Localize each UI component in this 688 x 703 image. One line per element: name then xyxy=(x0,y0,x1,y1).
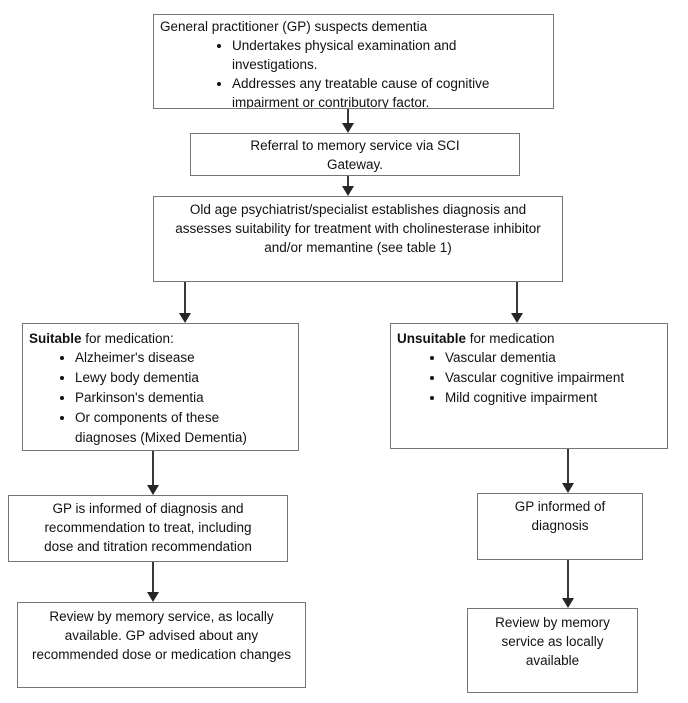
arrow-down-icon xyxy=(178,282,192,323)
arrow-down-icon xyxy=(341,176,355,196)
arrow-line xyxy=(347,109,349,125)
arrow-down-icon xyxy=(146,562,160,602)
box-gp-suspects-dementia: General practitioner (GP) suspects demen… xyxy=(153,14,554,109)
arrow-head xyxy=(562,598,574,608)
arrow-line xyxy=(347,176,349,188)
bullet-list: Vascular dementia Vascular cognitive imp… xyxy=(397,348,661,408)
arrow-down-icon xyxy=(561,560,575,608)
bullet-item: Alzheimer's disease xyxy=(75,348,275,368)
box-title-bold: Unsuitable xyxy=(397,331,467,346)
box-text: GP informed of diagnosis xyxy=(514,499,606,533)
arrow-head xyxy=(147,592,159,602)
arrow-head xyxy=(511,313,523,323)
bullet-list: Undertakes physical examination and inve… xyxy=(160,36,547,108)
bullet-item: Vascular cognitive impairment xyxy=(445,368,633,388)
arrow-down-icon xyxy=(341,109,355,133)
arrow-down-icon xyxy=(510,282,524,323)
arrow-line xyxy=(184,282,186,315)
arrow-down-icon xyxy=(561,449,575,493)
bullet-item: Addresses any treatable cause of cogniti… xyxy=(232,74,544,108)
arrow-line xyxy=(152,562,154,594)
arrow-head xyxy=(147,485,159,495)
arrow-head xyxy=(179,313,191,323)
box-title: Unsuitable for medication xyxy=(397,329,661,348)
bullet-item: Mild cognitive impairment xyxy=(445,388,633,408)
box-text: Referral to memory service via SCI Gatew… xyxy=(250,138,460,172)
arrow-line xyxy=(516,282,518,315)
box-review-memory-service-left: Review by memory service, as locally ava… xyxy=(17,602,306,688)
arrow-head xyxy=(342,123,354,133)
bullet-item: Parkinson's dementia xyxy=(75,388,275,408)
arrow-line xyxy=(567,560,569,600)
bullet-item: Or components of these diagnoses (Mixed … xyxy=(75,408,275,448)
arrow-head xyxy=(342,186,354,196)
box-title-rest: for medication: xyxy=(81,331,174,346)
box-referral-memory-service: Referral to memory service via SCI Gatew… xyxy=(190,133,520,176)
box-text: Old age psychiatrist/specialist establis… xyxy=(175,202,541,255)
arrow-line xyxy=(152,451,154,487)
box-unsuitable-for-medication: Unsuitable for medication Vascular demen… xyxy=(390,323,668,449)
bullet-item: Vascular dementia xyxy=(445,348,633,368)
bullet-item: Lewy body dementia xyxy=(75,368,275,388)
bullet-item: Undertakes physical examination and inve… xyxy=(232,36,544,74)
box-text: Review by memory service, as locally ava… xyxy=(32,609,291,662)
box-title-bold: Suitable xyxy=(29,331,82,346)
box-title-rest: for medication xyxy=(466,331,555,346)
arrow-line xyxy=(567,449,569,485)
box-gp-informed-diagnosis: GP informed of diagnosis xyxy=(477,493,643,560)
box-text: Review by memory service as locally avai… xyxy=(495,615,610,668)
bullet-list: Alzheimer's disease Lewy body dementia P… xyxy=(29,348,292,448)
box-gp-informed-treatment: GP is informed of diagnosis and recommen… xyxy=(8,495,288,562)
box-suitable-for-medication: Suitable for medication: Alzheimer's dis… xyxy=(22,323,299,451)
arrow-head xyxy=(562,483,574,493)
arrow-down-icon xyxy=(146,451,160,495)
box-review-memory-service-right: Review by memory service as locally avai… xyxy=(467,608,638,693)
box-text: GP is informed of diagnosis and recommen… xyxy=(44,501,252,554)
box-title: Suitable for medication: xyxy=(29,329,292,348)
box-title: General practitioner (GP) suspects demen… xyxy=(160,19,428,34)
box-specialist-diagnosis: Old age psychiatrist/specialist establis… xyxy=(153,196,563,282)
